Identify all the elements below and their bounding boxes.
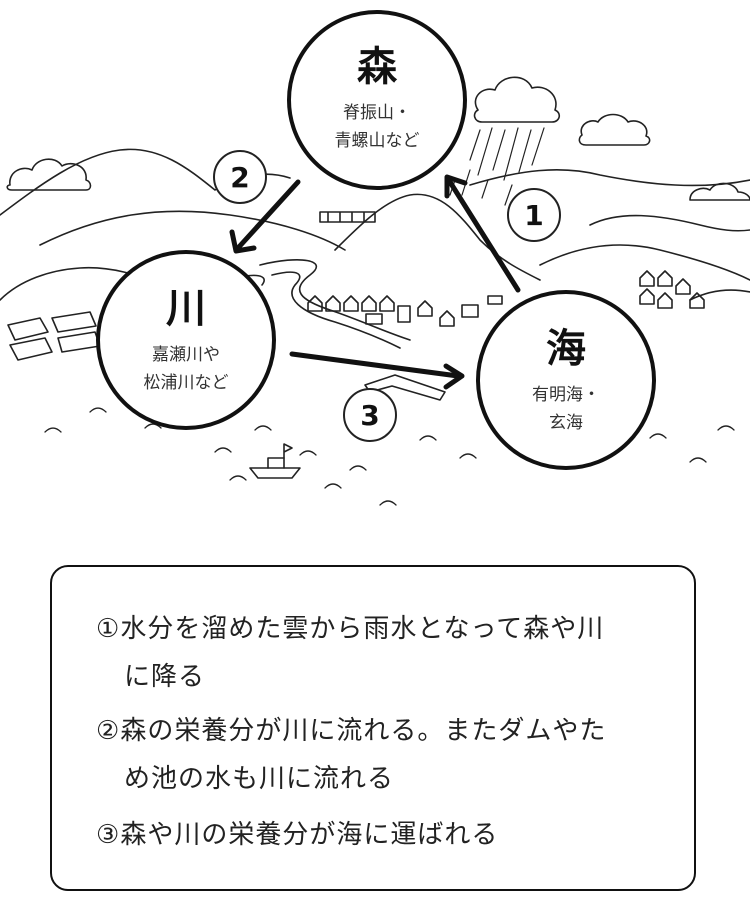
step-1-badge: 1 (507, 188, 561, 242)
legend-mark-1: ① (96, 614, 121, 644)
legend-mark-3: ③ (96, 820, 121, 850)
legend-text-3a: 森や川の栄養分が海に運ばれる (120, 820, 499, 850)
mountain-right-slope (539, 244, 750, 281)
arrow-forest-to-river (235, 179, 301, 251)
forest-sub-2: 青螺山など (335, 131, 420, 151)
legend-box: ①水分を溜めた雲から雨水となって森や川 に降る ②森の栄養分が川に流れる。またダ… (50, 565, 696, 891)
river-bank-upper (259, 259, 411, 341)
step-3-badge: 3 (343, 388, 397, 442)
forest-sub-1: 脊振山・ (343, 103, 411, 123)
step-3-label: 3 (360, 399, 379, 432)
water-ripples (44, 407, 735, 506)
node-river: 川 嘉瀬川や 松浦川など (96, 250, 276, 430)
arrow-river-to-sea (289, 351, 461, 379)
sea-sub-2: 玄海 (549, 413, 583, 433)
water-cycle-illustration: 1 2 3 森 脊振山・ 青螺山など 川 嘉瀬川や 松浦川など 海 有明海・ 玄… (0, 10, 750, 506)
cloud-rain (473, 76, 561, 123)
legend-mark-2: ② (96, 716, 121, 746)
legend-item-2: ②森の栄養分が川に流れる。またダムやた め池の水も川に流れる (96, 707, 666, 803)
legend-text-2a: 森の栄養分が川に流れる。またダムやた (120, 716, 607, 746)
mountain-ridge-mid (39, 210, 346, 251)
node-forest: 森 脊振山・ 青螺山など (287, 10, 467, 190)
legend-item-3: ③森や川の栄養分が海に運ばれる (96, 811, 666, 859)
river-title: 川 (166, 286, 206, 332)
river-sub-2: 松浦川など (144, 373, 229, 393)
step-2-label: 2 (230, 161, 249, 194)
village-houses-right (639, 270, 705, 309)
legend-item-1: ①水分を溜めた雲から雨水となって森や川 に降る (96, 605, 666, 701)
forest-title: 森 (357, 44, 398, 90)
boat (249, 443, 301, 479)
cloud-far-right (689, 182, 750, 201)
river-sub-1: 嘉瀬川や (152, 345, 220, 365)
dam (319, 211, 376, 223)
legend-text-1b: に降る (124, 662, 206, 692)
step-1-label: 1 (524, 199, 543, 232)
legend-text-1a: 水分を溜めた雲から雨水となって森や川 (120, 614, 605, 644)
sea-sub-1: 有明海・ (532, 385, 600, 405)
river-bank-lower (271, 271, 401, 349)
step-2-badge: 2 (213, 150, 267, 204)
cloud-left (6, 158, 92, 191)
arrow-sea-to-forest (447, 179, 521, 293)
mountain-ridge-right (469, 169, 750, 187)
village-houses-center (307, 295, 503, 327)
field-terraces (7, 311, 101, 361)
cloud-right (578, 113, 651, 146)
node-sea: 海 有明海・ 玄海 (476, 290, 656, 470)
mountain-peak-center (334, 193, 541, 281)
legend-text-2b: め池の水も川に流れる (124, 764, 395, 794)
sea-title: 海 (546, 326, 586, 372)
